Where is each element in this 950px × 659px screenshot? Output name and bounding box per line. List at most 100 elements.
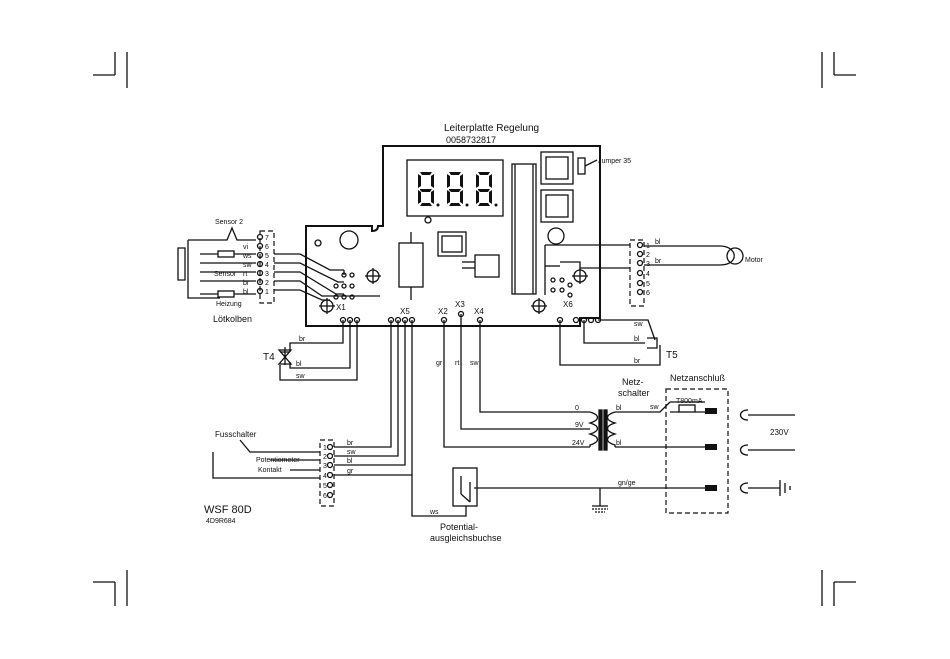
motor-wire-br: br [655,258,662,265]
wire-color: sw [243,262,253,269]
pin-number: 6 [323,493,327,500]
pin-number: 6 [265,244,269,251]
pin-number: 3 [323,463,327,470]
mains-connection [665,388,795,514]
t4-label: T4 [263,352,275,363]
transformer [587,401,705,451]
wire-color: vi [243,244,249,251]
soldering-iron-wire-colors: vi ws sw rt br bl [242,244,253,296]
pin-number: 3 [646,261,650,268]
motor-connector [560,239,744,307]
t4-wire-br: br [299,336,306,343]
sensor-label: Sensor [214,271,237,278]
display-frame [406,159,504,217]
soldering-iron-label: Lötkolben [213,314,252,324]
transformer-tap-9v: 9V [575,422,584,429]
jumper-label: Jumper 35 [598,158,631,165]
equipotential-socket [411,320,478,517]
pin-number: 5 [265,253,269,260]
mains-switch-line1: Netz- [622,377,644,387]
soldering-iron-pin-circles [256,233,264,295]
mains-switch-line2: schalter [618,388,650,398]
board-edge-pins [339,310,602,324]
connector-x1-pins [333,272,355,300]
pin-number: 1 [265,289,269,296]
pin-number: 2 [323,454,327,461]
equipotential-wire: ws [429,509,439,516]
wire-color: br [347,440,354,447]
board-title: Leiterplatte Regelung [444,123,539,134]
connector-x4-label: X4 [474,307,484,316]
x2-wire-color: gr [436,360,443,367]
ic-chip [511,163,537,295]
wire-color: bl [347,458,353,465]
foot-switch-wire-colors: br sw bl gr [347,440,357,475]
board-part-number: 0058732817 [446,135,496,145]
wire-color: br [243,280,250,287]
mains-fuse: T800mA [676,398,703,405]
t5-wire-br: br [634,358,641,365]
sensor2-label: Sensor 2 [215,219,243,226]
soldering-iron-pin-numbers: 7 6 5 4 3 2 1 [265,235,269,296]
wire-color: ws [242,253,252,260]
pin-number: 7 [265,235,269,242]
wire-color: sw [347,449,357,456]
x4-wire-color: sw [470,360,480,367]
foot-switch-label: Fusschalter [215,430,257,439]
connector-x6-pins [550,277,573,298]
t5-label: T5 [666,350,678,361]
connector-x6-label: X6 [563,300,573,309]
connector-x3-label: X3 [455,300,465,309]
wire-color: gr [347,468,354,475]
t5-transistor [559,319,661,366]
connector-x5-label: X5 [400,307,410,316]
foot-switch-pin-numbers: 1 2 3 4 5 6 [323,445,327,500]
pin-number: 3 [265,271,269,278]
transformer-wire-bl-top: bl [616,405,622,412]
potentiometer-label: Potentiometer [256,457,300,464]
x3-wire-color: rt [455,360,459,367]
mains-voltage: 230V [770,428,789,437]
t4-wire-bl: bl [296,361,302,368]
pin-number: 5 [646,281,650,288]
contact-label: Kontakt [258,467,282,474]
pin-number: 4 [323,473,327,480]
transformer-wire-bl-bottom: bl [616,440,622,447]
wire-color: bl [243,289,249,296]
connector-x1-label: X1 [336,303,346,312]
pin-number: 1 [323,445,327,452]
t4-wire-sw: sw [296,373,306,380]
crop-marks [93,52,856,606]
pin-number: 1 [646,243,650,250]
x-wires [443,314,590,448]
transformer-tap-24v: 24V [572,440,585,447]
pin-number: 2 [265,280,269,287]
earth-wire [474,487,705,513]
soldering-iron-connector [177,226,380,304]
motor-label: Motor [745,257,764,264]
model-name: WSF 80D [204,504,252,516]
pin-number: 2 [646,252,650,259]
t4-triac [277,320,358,381]
control-board-outline [305,145,601,327]
wire-color: rt [243,271,247,278]
foot-switch-connector [212,320,412,507]
jumper-leader [584,159,598,167]
seven-segment-display [418,172,498,207]
equipotential-label-line1: Potential- [440,522,478,532]
transformer-tap-0: 0 [575,405,579,412]
mains-sw-wire: sw [650,404,660,411]
pin-number: 4 [265,262,269,269]
pin-number: 6 [646,290,650,297]
motor-wire-bl: bl [655,239,661,246]
heater-label: Heizung [216,301,242,308]
connector-x2-label: X2 [438,307,448,316]
model-code: 4D9R684 [206,518,236,525]
mains-title: Netzanschluß [670,373,726,383]
equipotential-label-line2: ausgleichsbuchse [430,533,502,543]
board-components [314,151,600,314]
t5-wire-sw: sw [634,321,644,328]
t5-wire-bl: bl [634,336,640,343]
